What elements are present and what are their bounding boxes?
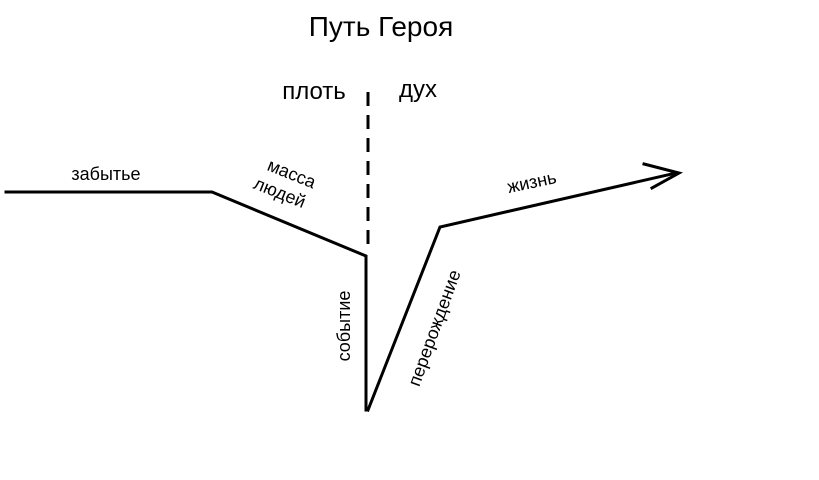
journey-ascent-line	[366, 171, 678, 412]
stage-label-event: событие	[334, 291, 354, 362]
region-label-flesh: плоть	[282, 78, 346, 105]
stage-label-rebirth: перерождение	[404, 267, 465, 389]
region-label-spirit: дух	[399, 76, 437, 103]
stage-label-forgetting: забытье	[71, 164, 140, 184]
journey-descent-line	[4, 190, 368, 412]
stage-label-life: жизнь	[505, 167, 558, 197]
diagram-title: Путь Героя	[309, 11, 453, 42]
arrowhead-icon	[642, 162, 684, 191]
stage-label-mass: масса людей	[251, 155, 320, 212]
